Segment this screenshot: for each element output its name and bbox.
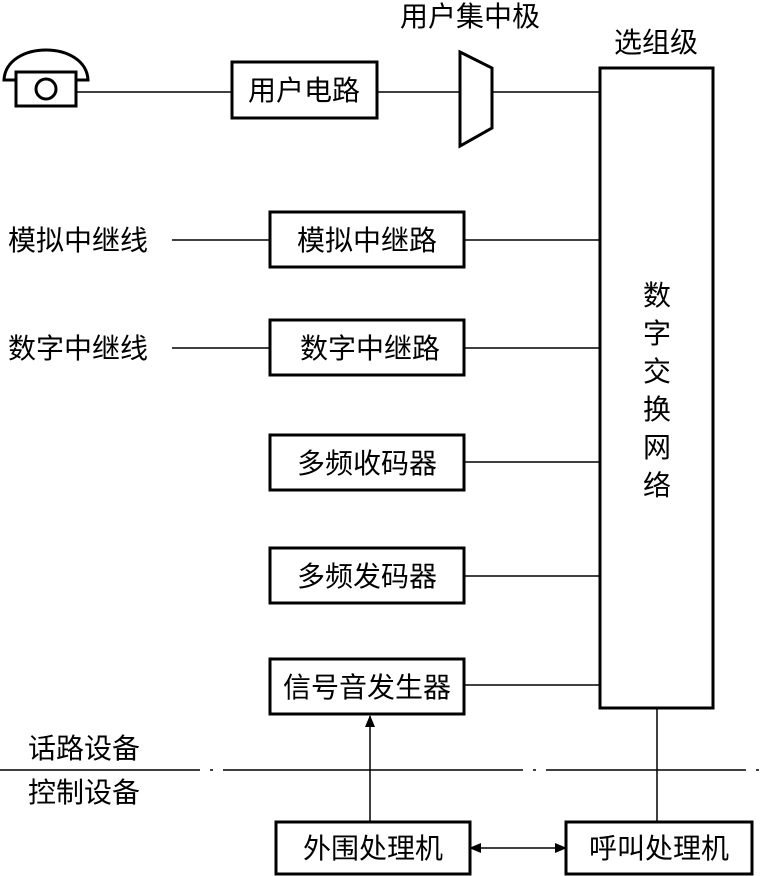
digital-trunk-line-label: 数字中继线 (8, 332, 148, 365)
concentrator-label: 用户集中极 (400, 0, 540, 33)
switching-network-char: 换 (643, 393, 671, 426)
switching-network-char: 数 (643, 279, 671, 312)
subscriber-circuit-box (230, 60, 379, 120)
analog-trunk-box (268, 210, 466, 269)
digital-trunk-label: 数字中继路 (300, 332, 440, 365)
peripheral-processor-label: 外围处理机 (303, 832, 443, 865)
call-processor-label: 呼叫处理机 (589, 832, 729, 865)
telephone-icon (2, 48, 90, 108)
mf-sender-label: 多频发码器 (297, 560, 437, 593)
control-equipment-label: 控制设备 (28, 776, 140, 809)
speech-equipment-label: 话路设备 (28, 732, 140, 765)
concentrator-shape (458, 49, 494, 149)
digital-trunk-box (268, 318, 466, 377)
tone-generator-box (268, 657, 466, 716)
switching-network-char: 交 (643, 355, 671, 388)
call-processor-box (564, 820, 754, 876)
switching-network-char: 络 (643, 469, 671, 502)
group-stage-label: 选组级 (614, 26, 698, 59)
tone-generator-label: 信号音发生器 (283, 671, 451, 704)
switching-network-char: 字 (643, 317, 671, 350)
analog-trunk-line-label: 模拟中继线 (8, 224, 148, 257)
subscriber-circuit-label: 用户电路 (248, 74, 360, 107)
peripheral-processor-box (274, 820, 472, 876)
mf-receiver-label: 多频收码器 (297, 447, 437, 480)
analog-trunk-label: 模拟中继路 (297, 224, 437, 257)
mf-sender-box (268, 546, 466, 605)
mf-receiver-box (268, 433, 466, 492)
switching-network-box (598, 66, 715, 710)
switching-network-char: 网 (643, 431, 671, 464)
